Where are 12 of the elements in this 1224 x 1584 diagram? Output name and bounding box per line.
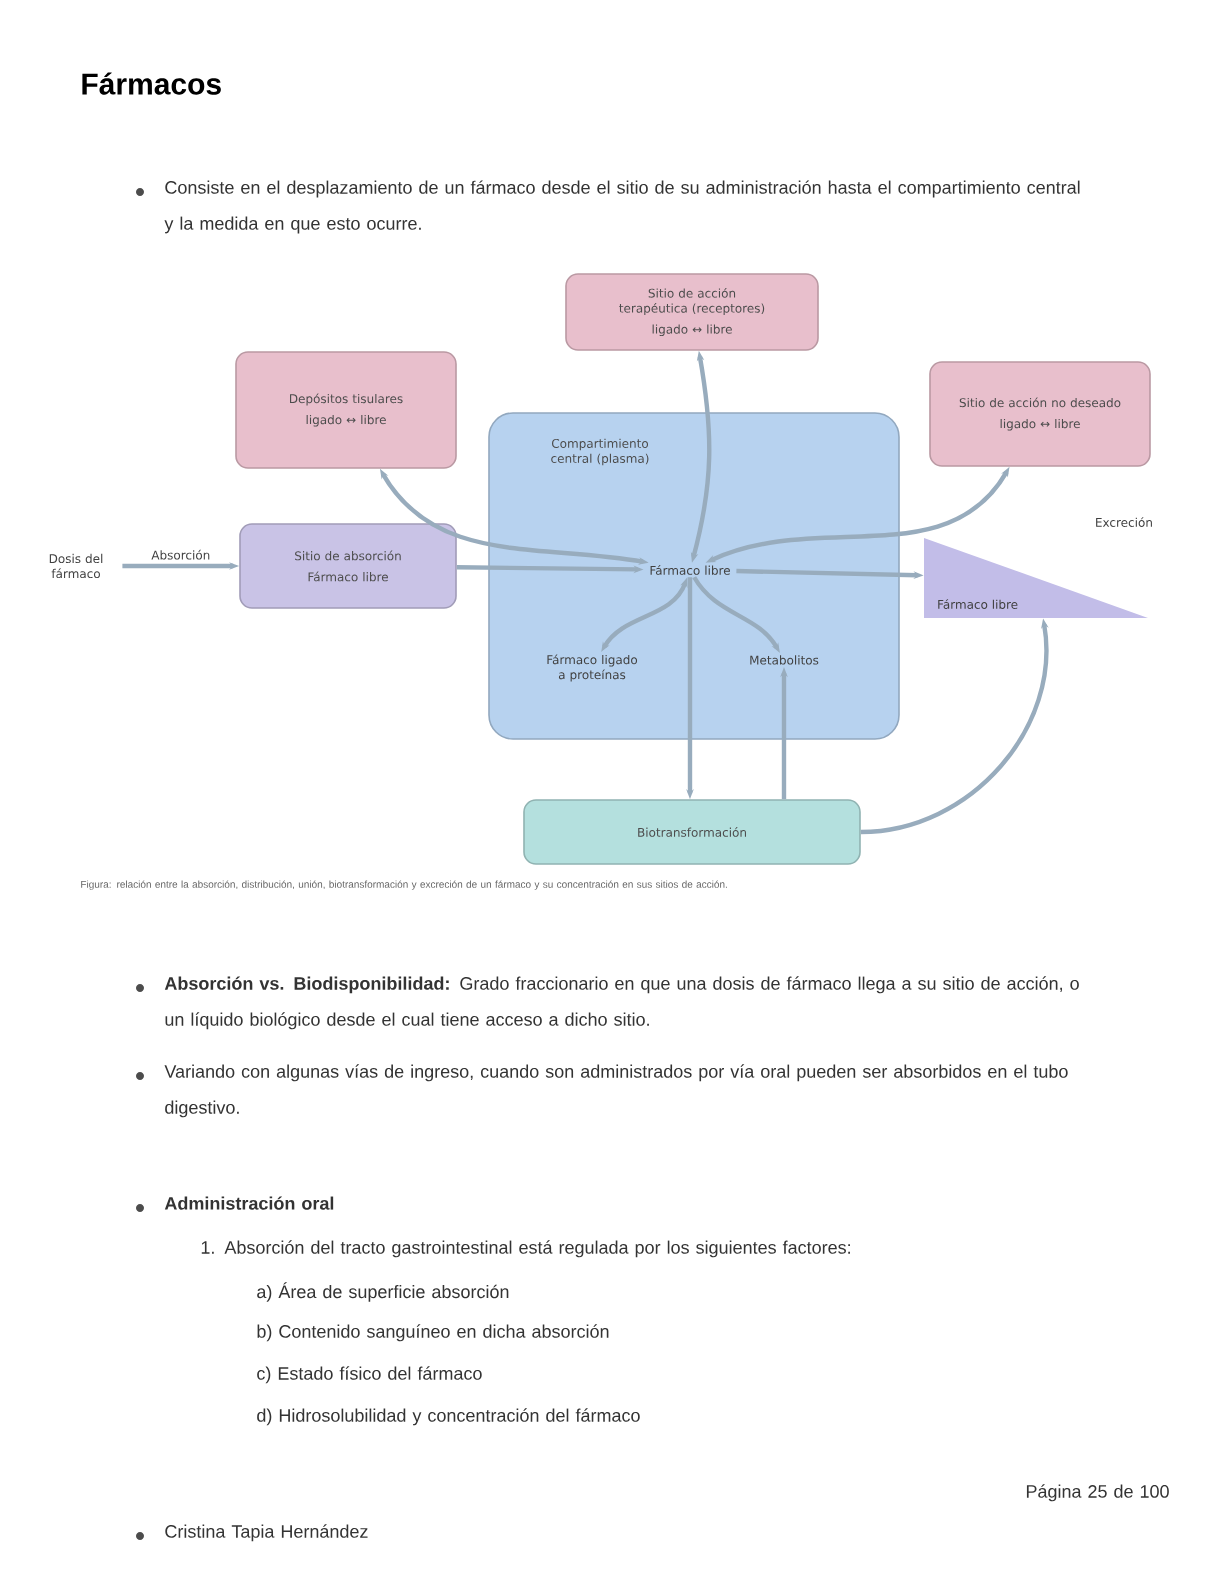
paragraph: a) Área de superficie absorción	[257, 1282, 509, 1302]
heading: Fármacos	[82, 72, 221, 95]
list-item: Consiste en el desplazamiento de un fármaco desde el sitio de su administración hasta el compartimiento central y la medida en que esto ocurre.	[136, 180, 1080, 234]
paragraph: Página 25 de 100	[1026, 1484, 1169, 1502]
paragraph: c) Estado físico del fármaco	[257, 1366, 482, 1384]
list-item: Administración oral	[136, 1196, 334, 1212]
paragraph: 1. Absorción del tracto gastrointestinal está regulada por los siguientes factores:	[201, 1240, 850, 1258]
paragraph: b) Contenido sanguíneo en dicha absorción	[257, 1324, 609, 1342]
paragraph: d) Hidrosolubilidad y concentración del fármaco	[257, 1408, 640, 1426]
list-item: Cristina Tapia Hernández	[136, 1524, 368, 1542]
list-item: Absorción vs. Biodisponibilidad: Grado fraccionario en que una dosis de fármaco llega a su sitio de acción, o un líquido biológico desde el cual tiene acceso a dicho sitio.	[136, 976, 1079, 1030]
list-item: Variando con algunas vías de ingreso, cuando son administrados por vía oral pueden ser absorbidos en el tubo digestivo.	[136, 1064, 1068, 1118]
